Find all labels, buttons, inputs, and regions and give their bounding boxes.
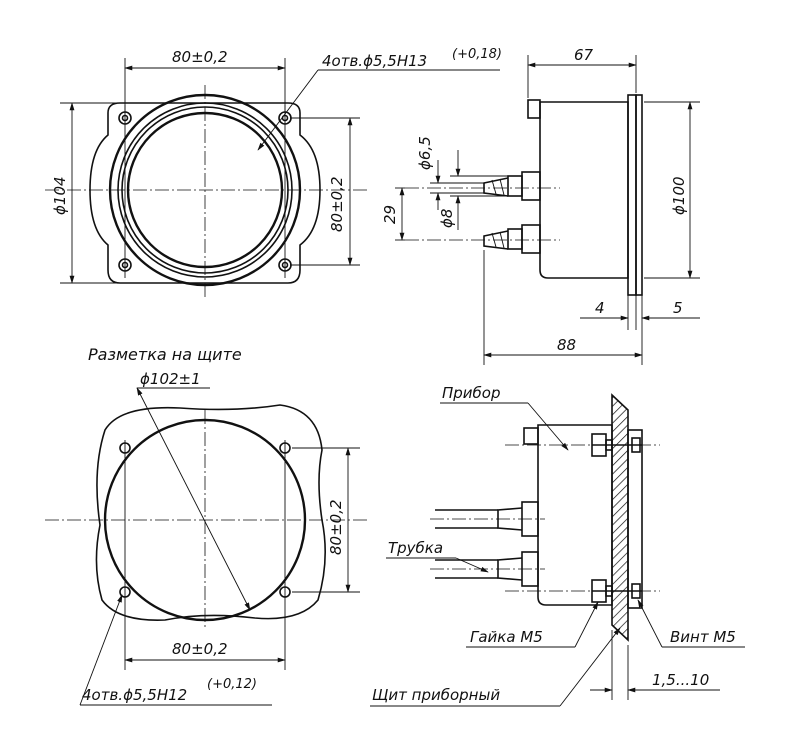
side-depth-dim: 67 — [574, 46, 594, 64]
cutout-holes-note: 4отв.ϕ5,5Н12 — [82, 686, 187, 704]
mount-panel — [611, 393, 629, 642]
mount-tube-label: Трубка — [388, 539, 443, 557]
side-bezel — [635, 94, 643, 296]
side-flange — [627, 94, 637, 296]
side-total-dim: 88 — [557, 336, 576, 354]
side-spacing-dim: 29 — [381, 205, 399, 224]
cutout-width-dim: 80±0,2 — [172, 640, 228, 658]
side-flange-dim: 4 — [595, 299, 605, 317]
mount-thickness-dim: 1,5...10 — [652, 671, 709, 689]
front-height-dim: 80±0,2 — [328, 176, 346, 232]
cutout-diameter-dim: ϕ102±1 — [140, 370, 201, 388]
front-view: 80±0,2 80±0,2 ϕ104 4отв.ϕ5,5Н13 (+0,18) — [45, 47, 502, 300]
side-diameter-dim: ϕ100 — [670, 176, 688, 215]
mount-bezel — [627, 429, 643, 609]
mount-nut-label: Гайка М5 — [470, 628, 543, 646]
side-bezel-dim: 5 — [673, 299, 683, 317]
mount-device-body — [537, 424, 613, 606]
front-overall-dim: ϕ104 — [51, 176, 69, 215]
side-tube-dim-1: ϕ6,5 — [416, 136, 434, 170]
side-rear-cap — [527, 99, 541, 119]
mount-fitting-top — [435, 501, 539, 537]
front-width-dim: 80±0,2 — [172, 48, 228, 66]
mount-screw-label: Винт М5 — [670, 628, 736, 646]
side-tube-dim-2: ϕ8 — [438, 209, 456, 228]
mount-panel-label: Щит приборный — [372, 686, 500, 704]
side-body — [539, 101, 629, 279]
cutout-view: Разметка на щите ϕ102±1 80±0,2 80±0,2 4о… — [45, 345, 370, 706]
side-view: ϕ6,5 ϕ8 29 67 ϕ100 4 5 88 — [381, 46, 700, 365]
front-flange-outline — [89, 102, 321, 284]
side-fitting-bottom — [483, 224, 541, 254]
front-holes-note: 4отв.ϕ5,5Н13 — [322, 52, 427, 70]
mount-view: Прибор Трубка Гайка М5 Винт М5 Щит прибо… — [370, 384, 745, 707]
cutout-title: Разметка на щите — [88, 345, 242, 364]
mount-device-label: Прибор — [442, 384, 501, 402]
cutout-holes-tol: (+0,12) — [207, 677, 257, 692]
cutout-height-dim: 80±0,2 — [327, 499, 345, 555]
front-holes-tol: (+0,18) — [452, 47, 502, 62]
